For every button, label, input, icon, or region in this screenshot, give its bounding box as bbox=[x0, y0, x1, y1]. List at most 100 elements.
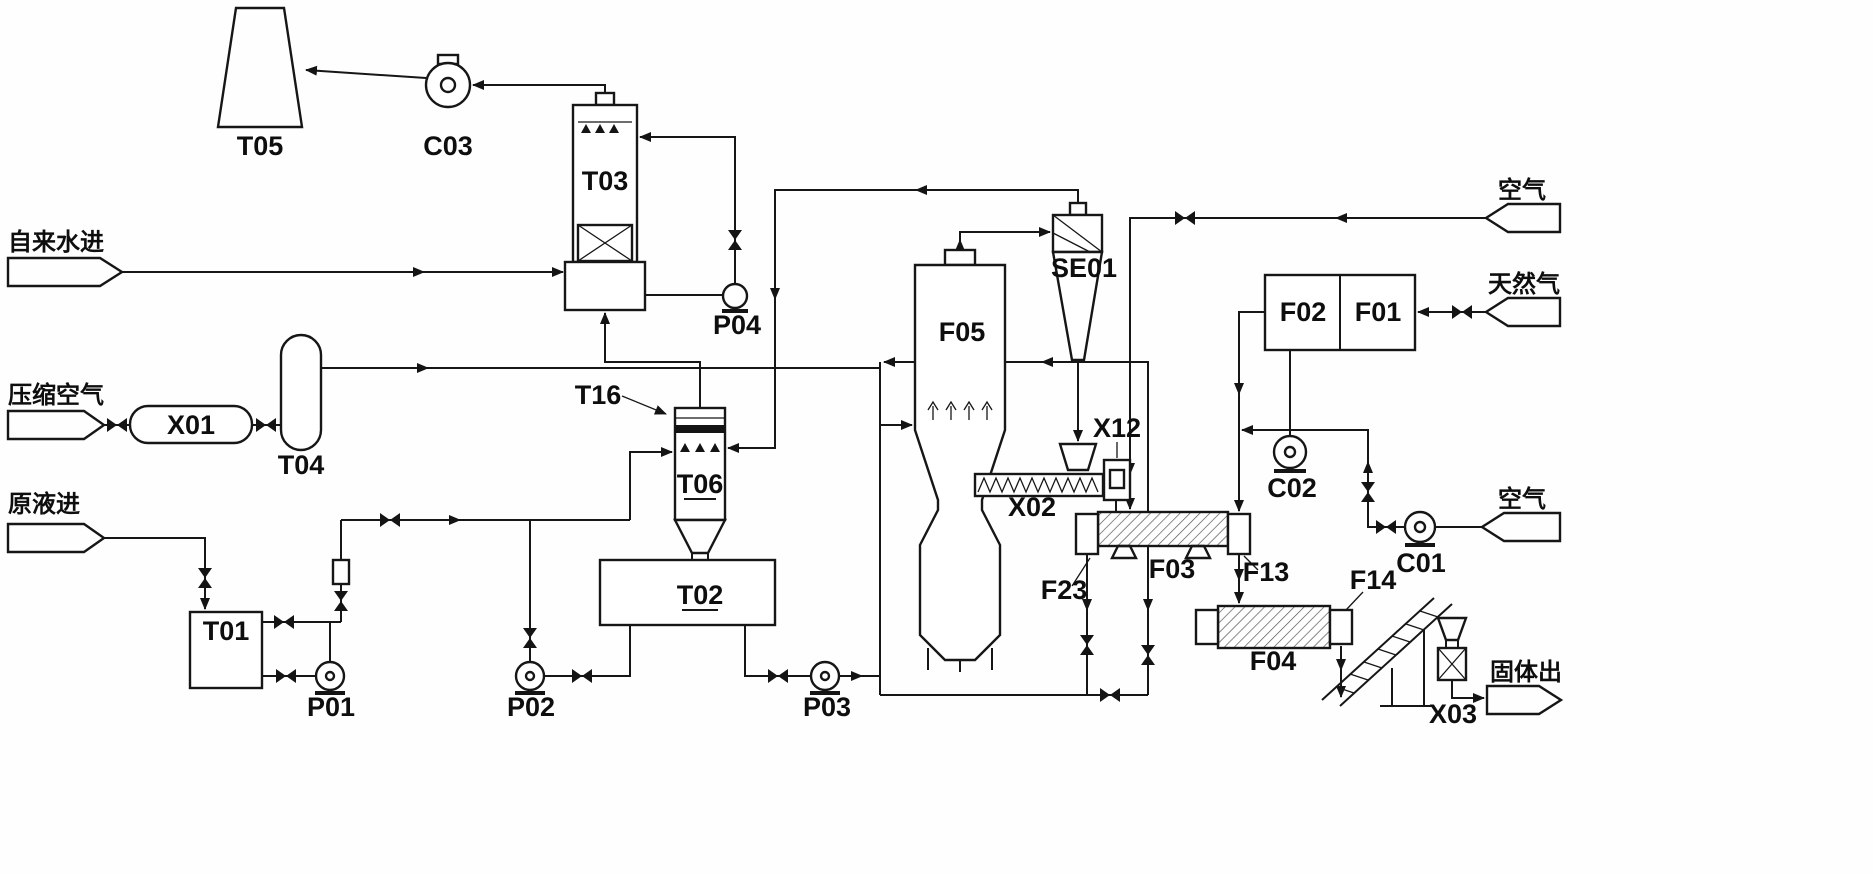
pump-body bbox=[809, 660, 841, 692]
f04-end-box bbox=[1194, 608, 1220, 646]
dryer-f05 bbox=[913, 248, 1007, 670]
t04-capsule bbox=[279, 333, 323, 452]
valve-icon bbox=[1452, 305, 1472, 319]
tank-t01 bbox=[188, 610, 264, 690]
se01-inlet-scroll bbox=[1052, 214, 1103, 253]
pump-hub bbox=[324, 670, 336, 682]
label-t16: T16 bbox=[575, 380, 622, 410]
fan-body bbox=[424, 61, 472, 109]
rotary-feeder-x12 bbox=[1102, 458, 1132, 502]
f05-legs bbox=[927, 648, 993, 670]
valves bbox=[107, 211, 1472, 702]
valve-icon bbox=[1100, 688, 1120, 702]
valve-icon bbox=[728, 230, 742, 250]
label-p04: P04 bbox=[713, 310, 761, 340]
label-air-in-top: 空气 bbox=[1498, 176, 1546, 204]
conveyor-rungs bbox=[1335, 610, 1439, 694]
valve-icon bbox=[768, 669, 788, 683]
fan-hub bbox=[1413, 520, 1427, 534]
label-x03: X03 bbox=[1429, 699, 1477, 729]
valve-icon bbox=[1361, 482, 1375, 502]
pump-hub bbox=[524, 670, 536, 682]
t16-leader bbox=[621, 395, 667, 415]
x03-feeder-cross bbox=[1437, 647, 1467, 681]
f03-stand bbox=[1110, 544, 1138, 560]
x02-screw bbox=[977, 476, 1099, 494]
fan-body bbox=[1403, 510, 1437, 544]
x03-funnel bbox=[1436, 616, 1468, 642]
fan-hub bbox=[439, 76, 457, 94]
f05-neck bbox=[943, 248, 977, 267]
t01-shell bbox=[188, 610, 264, 690]
stream-banners bbox=[6, 202, 1564, 716]
inlet-arrow-icon bbox=[1479, 511, 1562, 543]
label-p01: P01 bbox=[307, 692, 355, 722]
label-t05: T05 bbox=[237, 131, 284, 161]
f13-leader bbox=[1243, 555, 1259, 571]
pump-hub bbox=[819, 670, 831, 682]
label-t02: T02 bbox=[677, 580, 724, 610]
vessel-t04 bbox=[279, 333, 323, 452]
label-f03: F03 bbox=[1149, 554, 1196, 584]
label-f14: F14 bbox=[1350, 565, 1397, 595]
pipe-p02-discharge bbox=[544, 625, 631, 677]
f23-end-box bbox=[1074, 512, 1100, 556]
vessel-x01 bbox=[128, 404, 254, 445]
x03-neck bbox=[1445, 640, 1459, 648]
label-t04: T04 bbox=[278, 450, 325, 480]
valve-icon bbox=[107, 418, 127, 432]
label-se01: SE01 bbox=[1051, 253, 1117, 283]
tank-t02 bbox=[598, 558, 777, 627]
t06-cone bbox=[673, 518, 727, 555]
label-raw-liquid-in: 原液进 bbox=[8, 490, 80, 518]
stream-labels: 自来水进 压缩空气 原液进 空气 天然气 空气 固体出 bbox=[8, 176, 1562, 686]
se01-outlet-stub bbox=[1068, 201, 1088, 217]
pump-body bbox=[721, 282, 749, 310]
hopper-x03 bbox=[1436, 616, 1468, 682]
blower-c02 bbox=[1272, 434, 1308, 473]
f14-leader bbox=[1345, 591, 1364, 611]
label-f01: F01 bbox=[1355, 297, 1402, 327]
inline-strainer-icon bbox=[331, 558, 351, 586]
pipe-t06-to-t03 bbox=[600, 312, 701, 408]
fan-c03 bbox=[424, 53, 472, 109]
f05-shell bbox=[913, 263, 1007, 662]
valve-icon bbox=[198, 568, 212, 588]
f23-leader bbox=[1071, 557, 1091, 587]
label-f05: F05 bbox=[939, 317, 986, 347]
se01-cone bbox=[1051, 250, 1104, 362]
t06-shell bbox=[673, 406, 727, 522]
f03-drum bbox=[1096, 510, 1230, 548]
valve-icon bbox=[380, 513, 400, 527]
pump-base bbox=[722, 309, 748, 313]
pipe-se01-gas-return bbox=[727, 189, 1079, 453]
label-t01: T01 bbox=[203, 616, 250, 646]
label-f04: F04 bbox=[1250, 646, 1297, 676]
t03-packing-cross bbox=[577, 224, 633, 262]
label-t06: T06 bbox=[677, 469, 724, 499]
t03-neck bbox=[594, 91, 616, 107]
rotary-drum-f04 bbox=[1194, 604, 1354, 650]
x12-rotor bbox=[1108, 468, 1126, 490]
label-p03: P03 bbox=[803, 692, 851, 722]
pump-p04 bbox=[721, 282, 749, 313]
label-f02: F02 bbox=[1280, 297, 1327, 327]
valve-icon bbox=[334, 591, 348, 611]
blower-c01 bbox=[1403, 510, 1437, 547]
valve-icon bbox=[276, 669, 296, 683]
valve-icon bbox=[523, 628, 537, 648]
pump-body bbox=[514, 660, 546, 692]
valve-icon bbox=[1376, 520, 1396, 534]
inlet-arrow-icon bbox=[6, 409, 107, 441]
label-t03: T03 bbox=[582, 166, 629, 196]
label-tap-water-in: 自来水进 bbox=[8, 228, 104, 256]
valve-icon bbox=[1175, 211, 1195, 225]
inlet-arrow-icon bbox=[1483, 296, 1562, 328]
chimney-shape bbox=[216, 6, 304, 129]
pipe-air-top bbox=[1125, 217, 1486, 510]
fan-hub bbox=[1283, 445, 1297, 459]
cyclone-se01 bbox=[1051, 201, 1104, 472]
pipe-t03-gas-out bbox=[472, 80, 606, 93]
pipe-raw-liquid bbox=[104, 537, 210, 610]
